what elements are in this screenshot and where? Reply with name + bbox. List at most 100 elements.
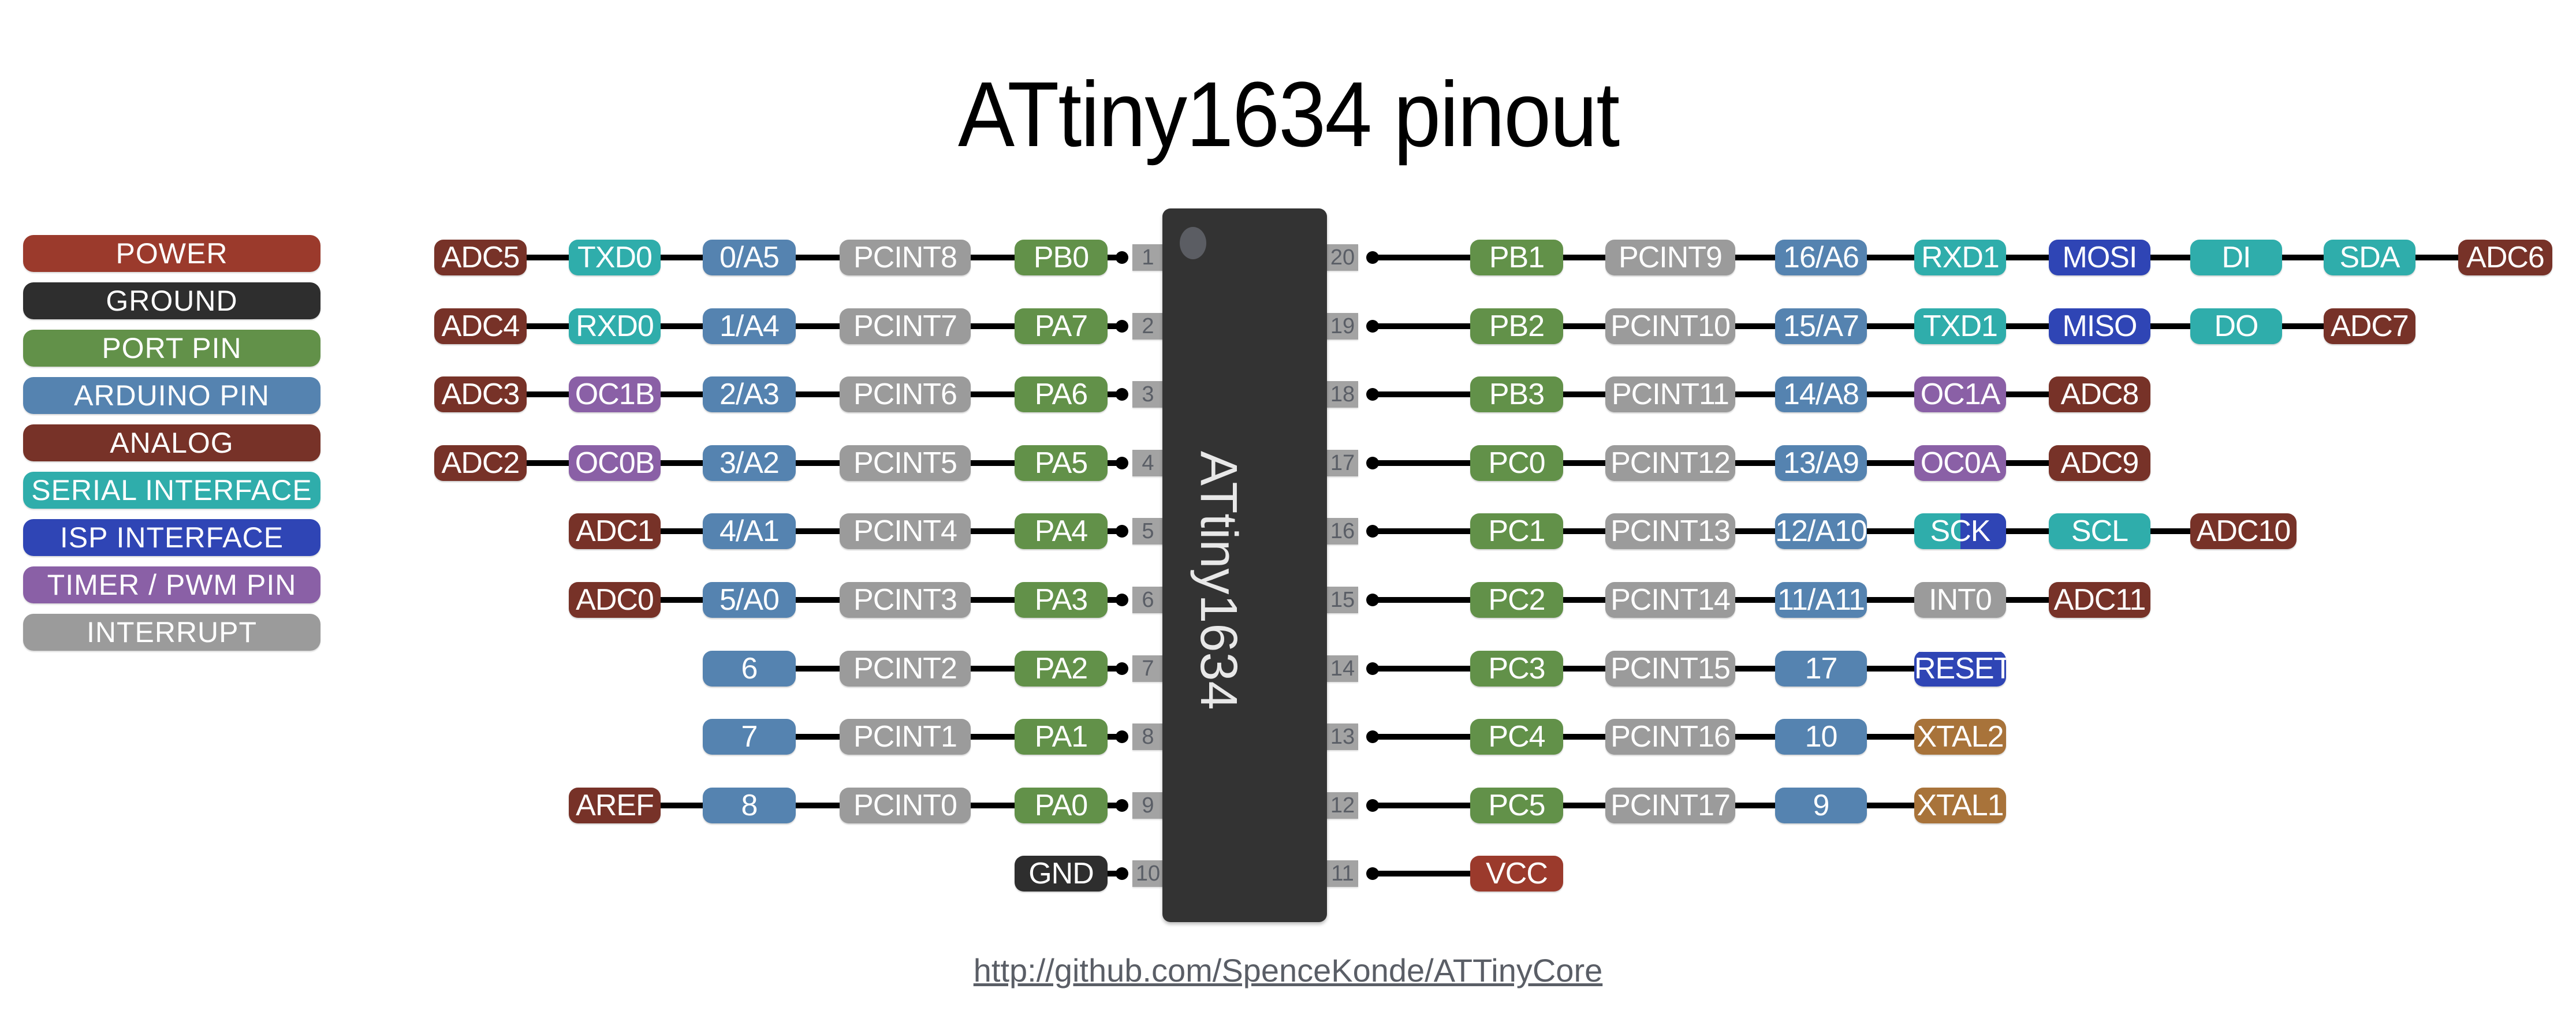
pin-label-text: PCINT4 [853, 514, 957, 549]
pin-label-adc5: ADC5 [434, 240, 527, 275]
pin-label-pcint16: PCINT16 [1605, 719, 1735, 755]
pin-label-pcint13: PCINT13 [1605, 513, 1735, 550]
split-fill [1960, 513, 2006, 550]
pin-label-pa2: PA2 [1015, 650, 1108, 687]
pin-label-text: SCK [1930, 514, 1991, 549]
pin-number: 2 [1132, 312, 1164, 340]
pin-label-text: PCINT3 [853, 583, 957, 617]
pin-label-pcint2: PCINT2 [840, 650, 971, 687]
pin-label-sck: SCK [1914, 513, 2006, 550]
pin-label-text: PC0 [1488, 446, 1545, 480]
pin-label-pc3: PC3 [1470, 650, 1563, 687]
pin-number: 13 [1327, 723, 1358, 751]
pin-number: 16 [1327, 518, 1358, 545]
pin-label-4-a1: 4/A1 [703, 513, 796, 550]
pin-label-adc8: ADC8 [2049, 376, 2150, 413]
pin-label-text: 11/A11 [1777, 583, 1865, 617]
pin-label-adc0: ADC0 [569, 582, 661, 618]
pin-label-pcint1: PCINT1 [840, 719, 971, 755]
pin-dot-icon [1116, 251, 1128, 264]
pin-label-text: ADC1 [576, 514, 654, 549]
pin-label-sda: SDA [2324, 240, 2415, 275]
pin-label-pcint0: PCINT0 [840, 787, 971, 823]
pin-label-scl: SCL [2049, 513, 2150, 550]
pin-label-text: SDA [2339, 241, 2400, 274]
pin-label-pcint10: PCINT10 [1605, 308, 1735, 344]
pin1-notch-icon [1180, 227, 1206, 259]
pin-label-pcint7: PCINT7 [840, 308, 971, 344]
pin-dot-icon [1116, 388, 1128, 401]
pin-label-pcint8: PCINT8 [840, 240, 971, 275]
pin-label-pb1: PB1 [1470, 240, 1563, 275]
pin-label-pcint14: PCINT14 [1605, 582, 1735, 618]
pin-dot-icon [1366, 867, 1379, 881]
pin-label-text: 13/A9 [1783, 446, 1859, 480]
pin-wire [1373, 460, 2139, 466]
pin-label-text: GND [1028, 857, 1094, 891]
pin-label-15-a7: 15/A7 [1775, 308, 1867, 344]
pin-label-adc2: ADC2 [434, 445, 527, 481]
pin-label-text: ADC6 [2466, 241, 2545, 274]
pin-label-text: PCINT6 [853, 378, 957, 412]
pin-label-pa6: PA6 [1015, 376, 1108, 413]
pin-label-adc7: ADC7 [2324, 308, 2415, 344]
pin-number: 10 [1132, 860, 1164, 887]
pin-label-text: PB2 [1489, 309, 1545, 343]
pin-label-text: 0/A5 [720, 241, 780, 274]
pin-label-text: 6 [741, 651, 758, 685]
pin-label-text: PCINT16 [1611, 720, 1731, 754]
pin-label-text: 3/A2 [720, 446, 780, 480]
pin-label-text: PC1 [1488, 514, 1545, 549]
pin-number: 11 [1327, 860, 1358, 887]
pin-label-16-a6: 16/A6 [1775, 240, 1867, 275]
pin-label-pb2: PB2 [1470, 308, 1563, 344]
pin-label-pb0: PB0 [1015, 240, 1108, 275]
pin-dot-icon [1366, 799, 1379, 812]
pin-label-pc0: PC0 [1470, 445, 1563, 481]
pin-label-txd1: TXD1 [1914, 308, 2006, 344]
pin-number: 7 [1132, 655, 1164, 682]
pin-dot-icon [1116, 319, 1128, 333]
pin-label-text: 16/A6 [1783, 241, 1859, 274]
pin-number: 1 [1132, 244, 1164, 271]
pin-label-text: PC2 [1488, 583, 1545, 617]
pin-label-reset: RESET [1914, 650, 2006, 687]
pin-label-text: ADC8 [2060, 378, 2139, 412]
pin-label-oc1a: OC1A [1914, 376, 2006, 413]
pin-dot-icon [1116, 525, 1128, 538]
pin-label-pcint3: PCINT3 [840, 582, 971, 618]
pin-label-text: 2/A3 [720, 378, 780, 412]
pin-label-text: 5/A0 [720, 583, 780, 617]
pin-number: 12 [1327, 792, 1358, 819]
pin-label-text: PCINT7 [853, 309, 957, 343]
pin-label-text: ADC0 [576, 583, 654, 617]
pin-wire [1373, 871, 1552, 877]
pin-label-text: PA4 [1034, 514, 1088, 549]
pin-label-text: MISO [2062, 309, 2138, 343]
pin-label-int0: INT0 [1914, 582, 2006, 618]
pin-label-text: PCINT9 [1619, 241, 1723, 274]
pin-label-text: XTAL1 [1917, 788, 2004, 822]
pin-label-adc6: ADC6 [2458, 240, 2552, 275]
pin-label-text: ADC7 [2331, 309, 2409, 343]
pin-label-text: PA3 [1034, 583, 1088, 617]
pin-number: 4 [1132, 449, 1164, 476]
pin-dot-icon [1116, 456, 1128, 469]
legend-item-isp: ISP INTERFACE [23, 519, 320, 556]
pin-label-text: INT0 [1929, 583, 1992, 617]
legend-item-port: PORT PIN [23, 330, 320, 367]
pin-wire [1373, 391, 2139, 398]
pin-label-oc1b: OC1B [569, 376, 661, 413]
pin-label-pa5: PA5 [1015, 445, 1108, 481]
pin-label-adc10: ADC10 [2190, 513, 2297, 550]
pin-label-text: AREF [576, 788, 654, 822]
pin-label-pcint9: PCINT9 [1605, 240, 1735, 275]
pin-label-pc5: PC5 [1470, 787, 1563, 823]
pin-label-text: RXD0 [576, 309, 654, 343]
pin-label-8: 8 [703, 787, 796, 823]
footer-link[interactable]: http://github.com/SpenceKonde/ATTinyCore [973, 952, 1603, 989]
pin-label-text: ADC2 [441, 446, 520, 480]
pin-label-text: OC0A [1920, 446, 2001, 480]
pin-number: 18 [1327, 381, 1358, 408]
pin-label-text: PC5 [1488, 788, 1545, 822]
